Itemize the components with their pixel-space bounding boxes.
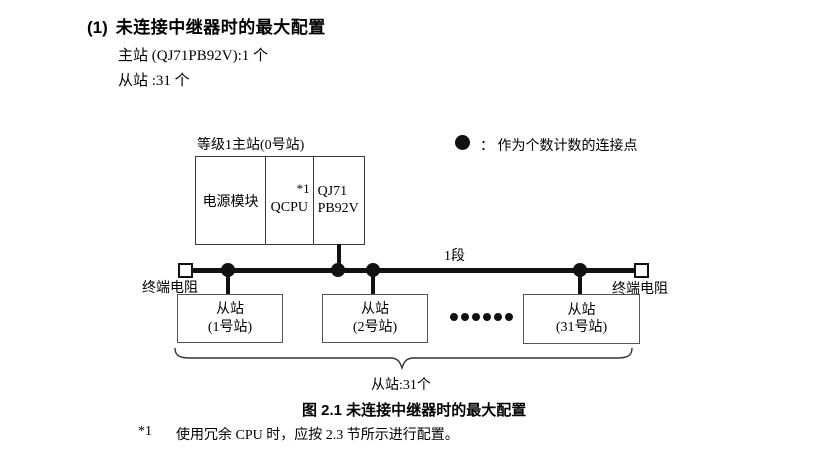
section-heading: (1) 未连接中继器时的最大配置 xyxy=(87,13,326,38)
slave-station-box-2: 从站 (2号站) xyxy=(322,294,428,343)
connection-point-legend-icon xyxy=(455,135,470,150)
figure-caption: 图 2.1 未连接中继器时的最大配置 xyxy=(302,402,527,419)
slave-station-box-31: 从站 (31号站) xyxy=(523,294,640,344)
footnote-marker: *1 xyxy=(138,424,152,439)
qj71-label-line2: PB92V xyxy=(317,200,359,216)
footnote-text: 使用冗余 CPU 时，应按 2.3 节所示进行配置。 xyxy=(176,428,459,443)
slave31-label-line2: (31号站) xyxy=(555,320,608,335)
slave2-label-line2: (2号站) xyxy=(352,319,398,335)
master-drop-line xyxy=(337,244,341,270)
ellipsis-dot xyxy=(461,313,469,321)
slave1-label-line1: 从站 xyxy=(216,302,244,317)
ellipsis-dot xyxy=(450,313,458,321)
slave1-drop-line xyxy=(226,270,230,294)
section-number: (1) xyxy=(87,18,108,37)
slave-count-line: 从站 :31 个 xyxy=(118,73,190,89)
segment-label: 1段 xyxy=(444,249,465,264)
qcpu-footnote-ref: *1 xyxy=(296,181,310,196)
master-station-label: 等级1主站(0号站) xyxy=(197,138,305,153)
section-title: 未连接中继器时的最大配置 xyxy=(115,18,326,37)
legend-text: ： 作为个数计数的连接点 xyxy=(480,139,638,154)
slave2-drop-line xyxy=(371,270,375,294)
slave2-label-line1: 从站 xyxy=(361,302,389,317)
slave31-label-line1: 从站 xyxy=(567,302,596,318)
ellipsis-dot xyxy=(472,313,480,321)
ellipsis-dot xyxy=(483,313,491,321)
slave31-drop-line xyxy=(578,270,582,294)
brace-label: 从站:31个 xyxy=(371,378,431,393)
terminating-resistor-left-icon xyxy=(178,263,193,278)
slave1-label-line2: (1号站) xyxy=(207,319,253,335)
qj71pb92v-cell: QJ71 PB92V xyxy=(312,157,364,244)
slave-station-box-1: 从站 (1号站) xyxy=(177,294,283,343)
master-count-line: 主站 (QJ71PB92V):1 个 xyxy=(118,48,269,64)
qcpu-label: QCPU xyxy=(270,199,309,215)
terminating-resistor-right-icon xyxy=(634,263,649,278)
ellipsis-dot xyxy=(494,313,502,321)
master-station-box: 电源模块 *1 QCPU QJ71 PB92V xyxy=(195,156,365,245)
ellipsis-dot xyxy=(505,313,513,321)
terminating-resistor-left-label: 终端电阻 xyxy=(142,281,198,296)
power-module-cell: 电源模块 xyxy=(202,194,259,210)
slaves-brace xyxy=(174,347,633,371)
qj71-label-line1: QJ71 xyxy=(317,184,348,200)
bus-line-segment1 xyxy=(186,268,638,273)
qcpu-cell: *1 QCPU xyxy=(265,157,312,244)
terminating-resistor-right-label: 终端电阻 xyxy=(612,282,668,297)
connection-point-dot xyxy=(331,263,345,277)
